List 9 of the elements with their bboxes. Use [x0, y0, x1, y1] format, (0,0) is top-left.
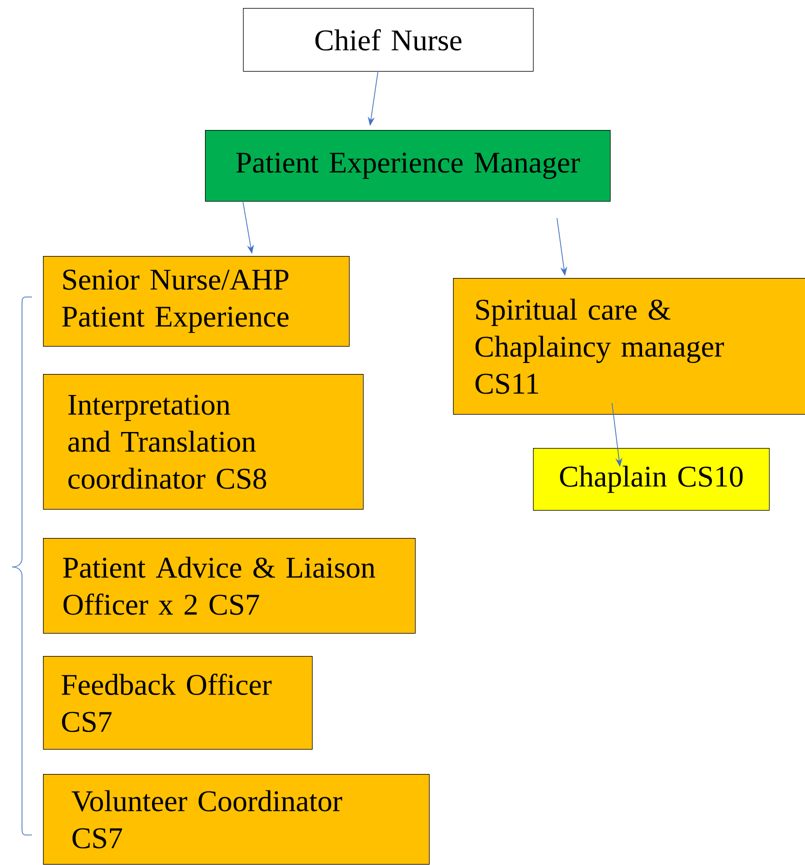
role-box: Chaplain CS10 [533, 448, 770, 511]
title-box: Chief Nurse [243, 8, 534, 72]
role-box: Volunteer Coordinator CS7 [43, 774, 430, 865]
role-box: Patient Advice & Liaison Officer x 2 CS7 [43, 538, 416, 634]
role-box: Feedback Officer CS7 [43, 656, 313, 750]
role-box: Senior Nurse/AHP Patient Experience [43, 256, 350, 347]
manager-box: Patient Experience Manager [205, 130, 611, 202]
role-box: Spiritual care & Chaplaincy manager CS11 [453, 278, 805, 415]
role-box: Interpretation and Translation coordinator CS8 [43, 374, 364, 510]
